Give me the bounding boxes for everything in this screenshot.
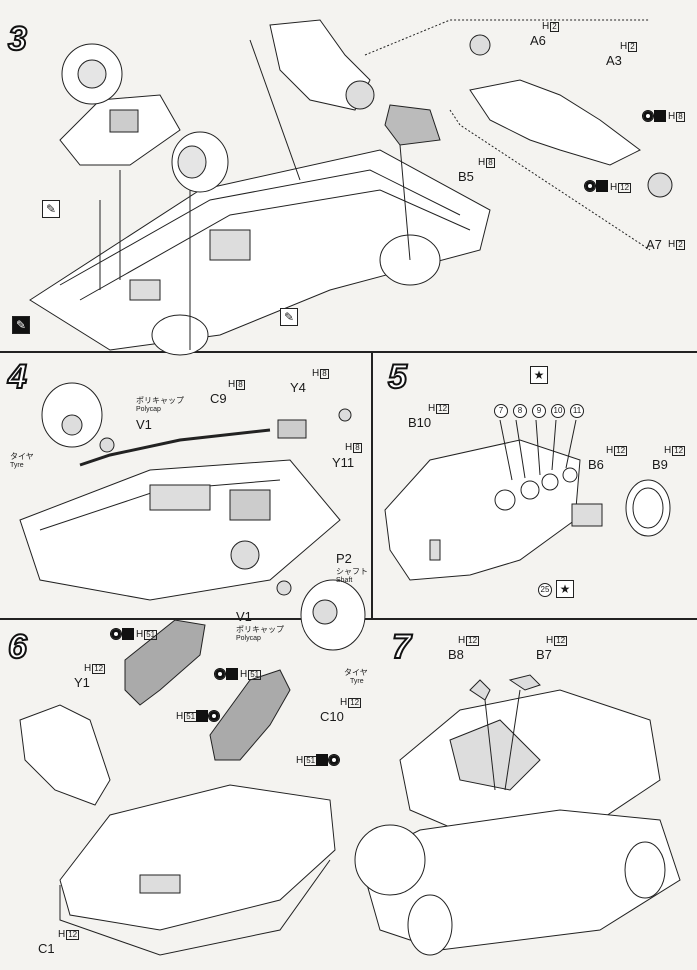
part-c9: C9: [210, 391, 227, 406]
part-b6: B6: [588, 457, 604, 472]
step7-drawing: [354, 674, 681, 956]
tyre-jp-bottom: タイヤ: [344, 668, 368, 677]
part-p2: P2: [336, 551, 352, 566]
polycap-en-top: Polycap: [136, 406, 161, 413]
decal-11: 11: [570, 404, 584, 418]
glue-icon: ✎: [42, 200, 60, 218]
tyre-en-bottom: Tyre: [350, 678, 364, 685]
part-b5: B5: [458, 169, 474, 184]
step-number-4: 4: [7, 358, 28, 396]
polycap-en-bottom: Polycap: [236, 635, 261, 642]
part-y4: Y4: [290, 380, 306, 395]
star-icon-top: ★: [530, 366, 548, 384]
step4-drawing: [19, 382, 366, 651]
paint-icon-c10-bottom: [316, 754, 340, 766]
step6-drawing: [19, 619, 336, 956]
step-number-3: 3: [7, 20, 28, 58]
part-b8: B8: [448, 647, 464, 662]
glue-icon: ✎: [280, 308, 298, 326]
part-v1-top: V1: [136, 417, 152, 432]
paint-icon-a3: [642, 110, 666, 122]
polycap-jp-bottom: ポリキャップ: [236, 625, 284, 634]
step3-chassis-drawing: [29, 19, 673, 356]
part-y1: Y1: [74, 675, 90, 690]
decal-25: 25: [538, 583, 552, 597]
shaft-jp: シャフト: [336, 567, 368, 576]
step-number-5: 5: [387, 358, 408, 396]
cement-icon: ✎: [12, 316, 30, 334]
paint-icon-y1-bottom: [196, 710, 220, 722]
step-number-6: 6: [7, 628, 28, 666]
part-a3: A3: [606, 53, 622, 68]
part-v1-bottom: V1: [236, 609, 252, 624]
part-c1: C1: [38, 941, 55, 956]
tyre-en-top: Tyre: [10, 462, 24, 469]
part-b10: B10: [408, 415, 432, 430]
part-b9: B9: [652, 457, 668, 472]
part-c10: C10: [320, 709, 344, 724]
decal-10: 10: [551, 404, 565, 418]
step5-drawing: [384, 419, 671, 581]
step-number-7: 7: [391, 628, 412, 666]
decal-8: 8: [513, 404, 527, 418]
part-a7: A7: [646, 237, 662, 252]
shaft-en: Shaft: [336, 577, 353, 584]
paint-icon-a7: [584, 180, 608, 192]
paint-icon-y1-top: [110, 628, 134, 640]
part-y11: Y11: [332, 455, 355, 470]
part-a6: A6: [530, 33, 546, 48]
tyre-jp-top: タイヤ: [10, 452, 34, 461]
paint-icon-c10-top: [214, 668, 238, 680]
decal-7: 7: [494, 404, 508, 418]
star-icon-bottom: ★: [556, 580, 574, 598]
part-b7: B7: [536, 647, 552, 662]
decal-9: 9: [532, 404, 546, 418]
polycap-jp-top: ポリキャップ: [136, 396, 184, 405]
